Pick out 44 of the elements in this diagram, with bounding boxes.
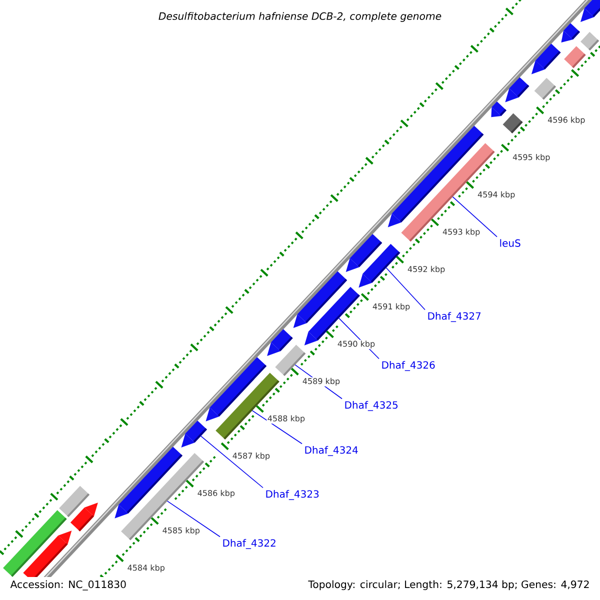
tick-label: 4596 kbp	[546, 116, 586, 126]
gene-pointed-bar	[23, 530, 72, 577]
tick-label: 4592 kbp	[406, 265, 446, 274]
gene-label: Dhaf_4325	[345, 401, 398, 411]
gene-pointed-bar	[70, 502, 98, 532]
gene-label: Dhaf_4323	[266, 490, 319, 500]
gene-label: Dhaf_4322	[223, 539, 276, 549]
tick-label: 4595 kbp	[512, 153, 551, 162]
gene-pointed-bar	[491, 102, 506, 118]
gene-label: Dhaf_4326	[382, 361, 435, 371]
gene-pointed-bar	[561, 23, 580, 42]
tick-label: 4593 kbp	[442, 228, 481, 238]
gene-pointed-bar	[304, 286, 360, 346]
gene-bar	[502, 113, 523, 134]
gene-pointed-bar	[580, 0, 600, 22]
tick-label: 4594 kbp	[476, 190, 516, 200]
gene-label: Dhaf_4324	[305, 446, 358, 456]
tick-label: 4586 kbp	[196, 489, 236, 498]
gene-bar	[275, 344, 306, 376]
leader-line	[452, 196, 498, 238]
accession-text: Accession: NC_011830	[10, 580, 126, 590]
tick-label: 4585 kbp	[162, 526, 201, 536]
gene-pointed-bar	[358, 244, 400, 288]
gene-bar	[580, 32, 600, 51]
tick-label: 4587 kbp	[232, 452, 271, 461]
gene-pointed-bar	[267, 329, 293, 356]
gene-pointed-bar	[181, 420, 207, 448]
leader-line	[386, 267, 426, 310]
leader-line	[166, 500, 220, 538]
leader-line	[252, 410, 302, 444]
gene-label: leuS	[500, 239, 520, 247]
gene-pointed-bar	[505, 77, 530, 102]
gene-bar	[534, 78, 556, 100]
tick-label: 4591 kbp	[372, 302, 411, 312]
leader-line	[200, 436, 264, 488]
tick-label: 4589 kbp	[302, 377, 341, 386]
tick-label: 4588 kbp	[266, 414, 306, 424]
tick-label: 4584 kbp	[126, 564, 166, 573]
gene-pointed-bar	[531, 44, 561, 74]
gene-label: Dhaf_4327	[428, 312, 481, 322]
genome-info-text: Topology: circular; Length: 5,279,134 bp; Genes: 4,972	[308, 580, 589, 590]
title: Desulfitobacterium hafniense DCB-2, complete genome	[158, 12, 442, 22]
tick-label: 4590 kbp	[336, 340, 376, 349]
gene-bar	[564, 46, 586, 68]
